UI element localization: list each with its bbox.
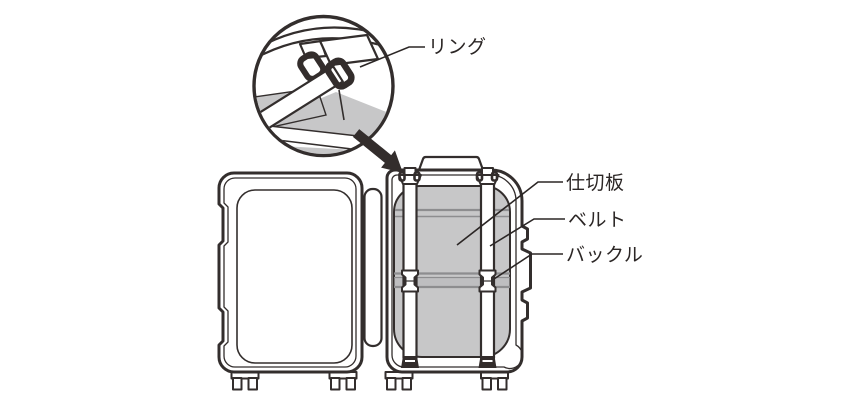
lid-inner-panel xyxy=(236,189,353,364)
foot xyxy=(328,371,358,391)
ring-hook-small xyxy=(413,171,421,182)
magnified-inset xyxy=(252,14,395,158)
belt-left xyxy=(398,167,422,368)
leader-line-buckle xyxy=(493,253,563,280)
divider-corner-edge xyxy=(338,89,345,121)
foot xyxy=(480,371,509,391)
label-belt: ベルト xyxy=(568,210,627,231)
zoom-arrow-icon xyxy=(352,129,403,173)
belt-right xyxy=(475,167,500,368)
case-rim-line xyxy=(255,37,391,60)
foot xyxy=(230,371,260,391)
belt-anchor-plate xyxy=(318,33,380,67)
suitcase-body xyxy=(385,155,532,374)
ring-hook-small xyxy=(490,171,499,182)
callouts: リング 仕切板 ベルト バックル xyxy=(359,36,643,280)
leader-line-divider xyxy=(456,181,563,246)
foot xyxy=(384,371,414,391)
hinge-strip xyxy=(363,187,383,348)
label-divider: 仕切板 xyxy=(566,172,625,194)
leader-line-belt xyxy=(489,218,565,247)
suitcase-feet xyxy=(230,371,509,391)
leader-line-ring xyxy=(359,46,425,68)
top-handle xyxy=(417,155,485,172)
ring-hook-right xyxy=(324,57,355,90)
body-rim-line xyxy=(391,174,524,370)
suitcase-lid xyxy=(217,171,364,374)
label-ring: リング xyxy=(428,36,487,58)
ring-hook-small xyxy=(475,171,484,182)
lid-rim-line xyxy=(223,177,357,368)
label-buckle: バックル xyxy=(566,244,643,266)
